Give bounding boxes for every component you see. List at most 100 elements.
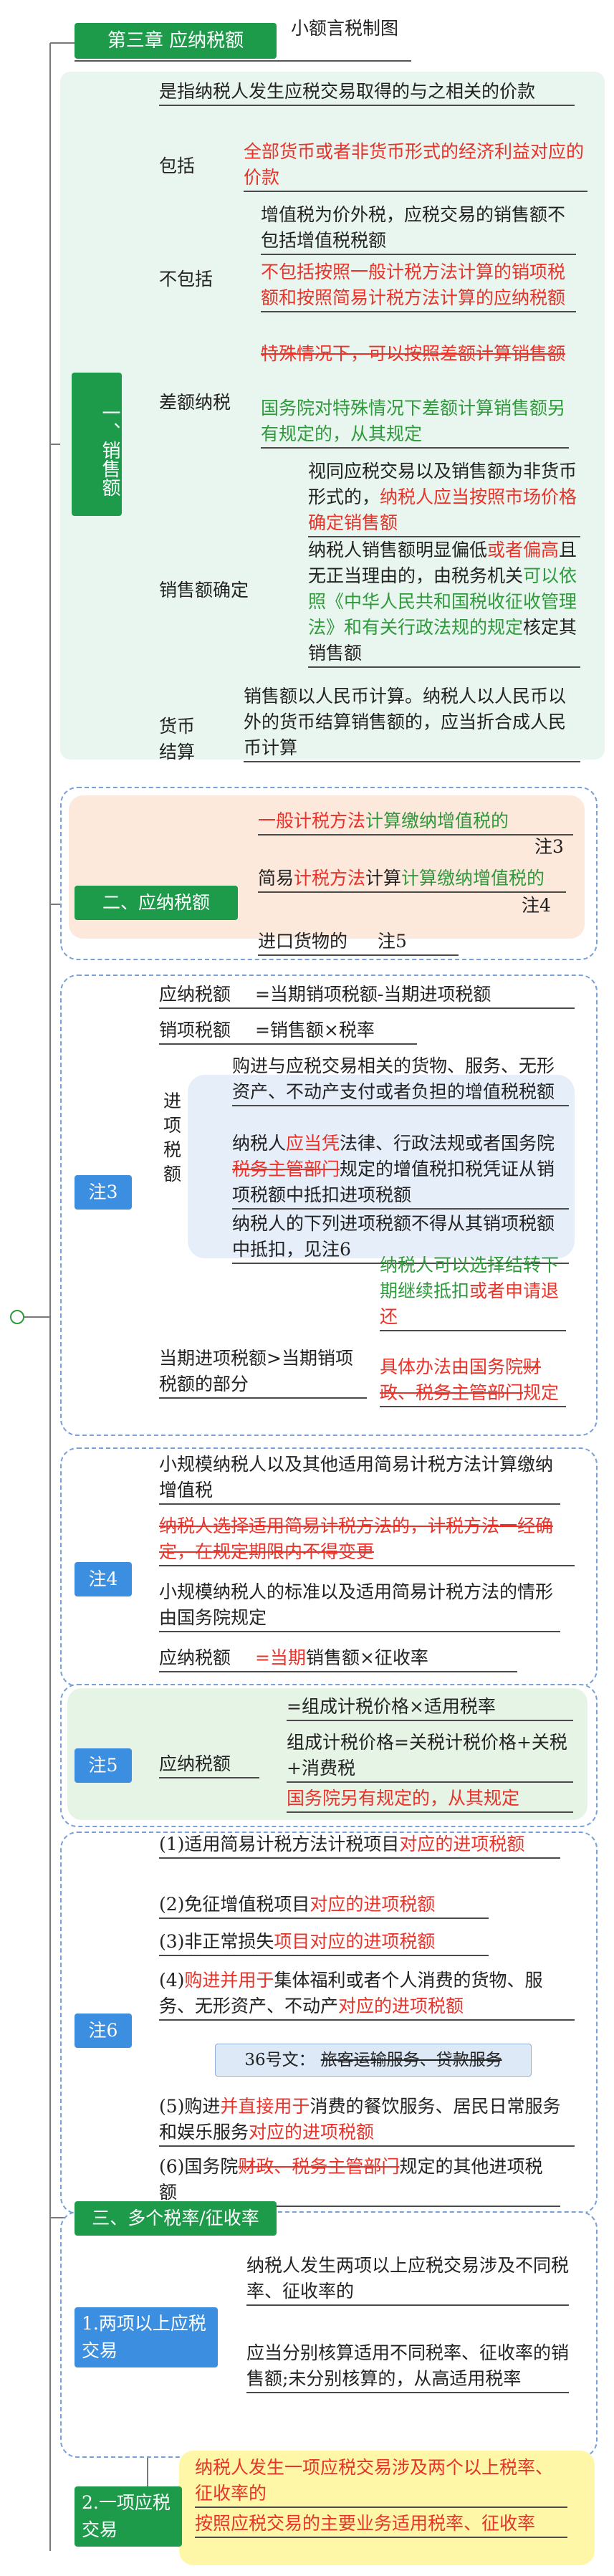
note4-r2: 纳税人选择适用简易计税方法的，计税方法一经确定，在规定期限内不得变更 [159,1513,575,1566]
note4-r4-label: 应纳税额 [159,1647,231,1668]
note6-i6: (6)国务院财政、税务主管部门规定的其他进项税额 [159,2154,560,2207]
note6-i1-b: 对应的进项税额 [399,1834,525,1854]
note6-i4-c: 集体福利或者个人消费的货物、服务、无形资产、不动产 [159,1970,543,2016]
s1-bu-bao-kuo-label: 不包括 [159,269,214,289]
note4-panel [60,1447,598,1687]
section2-node: 二、应纳税额 [75,886,238,920]
note3-dq2-c: 规定 [523,1382,560,1403]
s1-que-ding-line2-e: 核定其销售额 [308,617,577,664]
note6-i6-c: 规定的其他进项税额 [159,2156,543,2203]
note6-i2-b: 对应的进项税额 [310,1894,436,1915]
note3-jx2-b: 应当凭 [286,1133,340,1154]
s1-huo-bi-text: 销售额以人民币计算。纳税人以人民币以外的货币结算销售额的，应当折合成人民币计算 [244,684,580,762]
s2-row1: 一般计税方法计算缴纳增值税的 [258,808,573,835]
note4-r4: 应纳税额 =当期销售额×征收率 [159,1645,517,1672]
note6-i5-a: (5)购进 [159,2096,221,2117]
s2-row2: 简易计税方法计算计算缴纳增值税的 [258,866,566,893]
s2-row2-red: 计税方法 [294,868,366,889]
note6-i5-b: 并直接用于 [220,2096,310,2117]
s1-que-ding-line2-a: 纳税人销售额明显偏低 [308,540,488,560]
note6-box-a: 36号文： [244,2051,315,2069]
s1-que-ding-label: 销售额确定 [159,580,249,600]
note3-r2-eq: =销售额×税率 [254,1020,375,1040]
note3-jx3[interactable]: 纳税人的下列进项税额不得从其销项税额中抵扣，见注6 [232,1211,569,1264]
note6-panel [60,1832,598,2214]
note3-jx2: 纳税人应当凭法律、行政法规或者国务院税务主管部门规定的增值税扣税凭证从销项税额中… [232,1131,569,1210]
note3-dq2-b: 财政、税务主管部门 [380,1356,542,1403]
note5-r2: 组成计税价格=关税计税价格+关税+消费税 [287,1730,573,1783]
section3-n2-node: 2.一项应税交易 [75,2486,182,2547]
note5-r1: =组成计税价格×适用税率 [287,1694,573,1721]
s2-row3-note[interactable]: 注5 [377,931,407,952]
note3-dq1-b: 或者申请退还 [380,1280,560,1327]
note3-dq2: 具体办法由国务院财政、税务主管部门规定 [380,1354,566,1407]
s1-que-ding-line2-c: 且无正当理由的，由税务机关 [308,540,577,586]
note3-dq1: 纳税人可以选择结转下期继续抵扣或者申请退还 [380,1253,566,1331]
note6-i6-a: (6)国务院 [159,2156,239,2177]
section1-panel [60,72,605,760]
note6-i3: (3)非正常损失项目对应的进项税额 [159,1929,489,1956]
note5-r3: 国务院另有规定的，从其规定 [287,1786,573,1813]
note6-i2-a: (2)免征增值税项目 [159,1894,310,1915]
chapter-title: 第三章 应纳税额 [75,23,277,59]
s3-n2-t1: 纳税人发生一项应税交易涉及两个以上税率、征收率的 [195,2455,567,2508]
note4-r4-eq-b: 当期 [269,1647,306,1668]
note3-jx2-c: 法律、行政法规或者国务院 [340,1133,555,1154]
note3-jx2-d: 税务主管部门 [232,1159,340,1179]
note6-i4: (4)购进并用于集体福利或者个人消费的货物、服务、无形资产、不动产对应的进项税额 [159,1968,575,2021]
note6-box-b: 旅客运输服务、贷款服务 [320,2051,502,2069]
note4-r4-eq-a: = [254,1647,270,1668]
note3-jx2-a: 纳税人 [232,1133,287,1154]
note4-node: 注4 [75,1562,132,1596]
s2-row1-red: 一般计税方法 [258,810,366,831]
note6-i3-b: 项目对应的进项税额 [274,1931,436,1952]
note5-label: 应纳税额 [159,1751,259,1778]
s1-que-ding-line2: 纳税人销售额明显偏低或者偏高且无正当理由的，由税务机关可以依照《中华人民共和国税… [308,537,580,668]
s1-cha-e-green: 国务院对特殊情况下差额计算销售额另有规定的，从其规定 [261,396,569,449]
note4-r4-eq-c: 销售额×征收率 [305,1647,428,1668]
note6-i4-a: (4) [159,1970,185,1991]
s2-row2-note[interactable]: 注4 [522,895,551,916]
note6-i5-c: 消费的餐饮服务、居民日常服务和娱乐服务 [159,2096,561,2142]
s2-row2-black2: 计算 [365,868,402,889]
s1-que-ding-line1-b: 纳税人应当按照市场价格确定销售额 [308,487,577,533]
note5-highlight [67,1688,587,1820]
s1-cha-e-label: 差额纳税 [159,392,231,413]
s3-n2-t2: 按照应税交易的主要业务适用税率、征收率 [195,2511,567,2538]
note5-node: 注5 [75,1748,132,1783]
section3-node: 三、多个税率/征收率 [75,2201,277,2236]
s1-definition: 是指纳税人发生应税交易取得的与之相关的价款 [159,79,575,106]
s2-row2-green: 计算缴纳增值税的 [401,868,545,889]
note3-dq-label: 当期进项税额>当期销项税额的部分 [159,1346,367,1399]
s1-bu-bao-kuo-line1: 增值税为价外税，应税交易的销售额不包括增值税税额 [261,202,576,255]
s3-n1-t1: 纳税人发生两项以上应税交易涉及不同税率、征收率的 [246,2253,569,2306]
s1-bu-bao-kuo-line2: 不包括按照一般计税方法计算的销项税额和按照简易计税方法计算的应纳税额 [261,259,576,312]
note6-i3-a: (3)非正常损失 [159,1931,274,1952]
s1-huo-bi-label-text: 货币结算 [159,716,196,762]
note6-box: 36号文： 旅客运输服务、贷款服务 [215,2044,532,2077]
s2-row1-green: 计算缴纳增值税的 [365,810,509,831]
subtitle: 小额言税制图 [291,18,399,39]
s1-huo-bi-label: 货币结算 [159,714,202,765]
s1-bao-kuo-label: 包括 [159,155,196,176]
s2-row3-text: 进口货物的 [258,931,348,952]
note6-i5: (5)购进并直接用于消费的餐饮服务、居民日常服务和娱乐服务对应的进项税额 [159,2094,575,2147]
note3-r2-label: 销项税额 [159,1020,231,1040]
s2-row2-black: 简易 [258,868,294,889]
s2-row1-note[interactable]: 注3 [534,836,564,857]
section3-n2-highlight [179,2451,595,2565]
note4-r3: 小规模纳税人的标准以及适用简易计税方法的情形由国务院规定 [159,1579,560,1632]
s1-cha-e-strike: 特殊情况下，可以按照差额计算销售额 [261,343,566,364]
note6-i4-d: 对应的进项税额 [338,1996,464,2016]
note3-r2: 销项税额 =销售额×税率 [159,1018,417,1045]
section1-node: 一、销售额 [72,373,122,516]
note3-jx2-e: 规定的增值税扣税凭证从销项税额中抵扣进项税额 [232,1159,555,1205]
note6-i1: (1)适用简易计税方法计税项目对应的进项税额 [159,1832,560,1859]
note6-i1-a: (1)适用简易计税方法计税项目 [159,1834,400,1854]
note3-jin-xiang-label: 进项税额 [163,1091,182,1184]
note3-node: 注3 [75,1175,132,1210]
note3-dq2-a: 具体办法由国务院 [380,1356,524,1377]
s1-bao-kuo-text: 全部货币或者非货币形式的经济利益对应的价款 [244,139,587,192]
note3-dq1-a: 纳税人可以选择结转下期继续抵扣 [380,1255,560,1301]
s1-que-ding-line2-d: 可以依照《中华人民共和国税收征收管理法》和有关行政法规的规定 [308,565,577,638]
